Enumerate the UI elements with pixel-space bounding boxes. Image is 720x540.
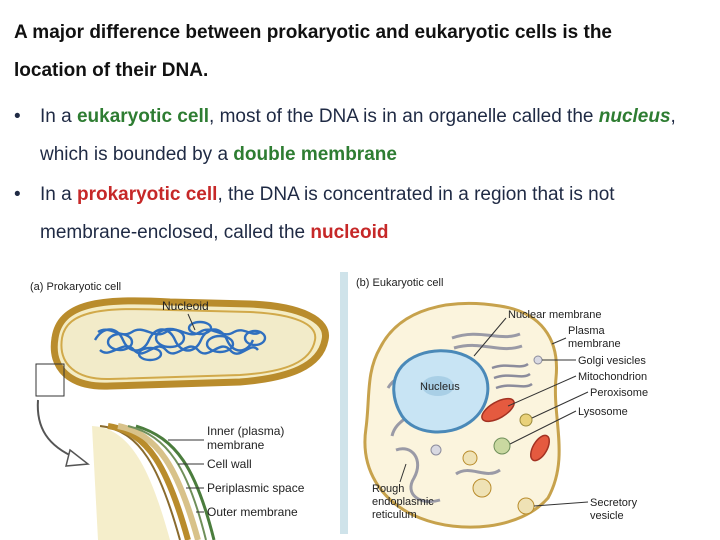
eukaryotic-panel: (b) Eukaryotic cell Nucleus xyxy=(356,277,648,529)
peroxisome xyxy=(519,413,533,427)
zoom-arrowhead xyxy=(65,448,90,467)
nucleus-label: Nucleus xyxy=(420,381,460,393)
heading-line-2: location of their DNA. xyxy=(14,60,209,81)
label-secretory-vesicle-2: vesicle xyxy=(590,510,624,522)
term-prokaryotic-cell: prokaryotic cell xyxy=(76,184,218,205)
bullet-text-part: , which is bounded by a xyxy=(40,106,676,165)
bullet-prokaryotic: • In a prokaryotic cell, the DNA is conc… xyxy=(14,176,714,252)
nucleoid-label: Nucleoid xyxy=(162,299,209,313)
zoom-box xyxy=(35,363,65,397)
label-inner-membrane-2: membrane xyxy=(207,438,265,452)
label-cell-wall: Cell wall xyxy=(207,457,252,471)
golgi-vesicle xyxy=(533,355,543,365)
bullet-text-part: , most of the DNA is in an organelle cal… xyxy=(209,106,599,127)
label-lysosome: Lysosome xyxy=(578,406,628,418)
vesicle xyxy=(430,444,442,456)
nucleolus xyxy=(422,376,454,396)
term-eukaryotic-cell: eukaryotic cell xyxy=(76,106,210,127)
prokaryotic-cytoplasm xyxy=(60,308,317,381)
heading-line-1: A major difference between prokaryotic a… xyxy=(14,22,612,43)
cell-comparison-figure: (a) Prokaryotic cell Nucleoid xyxy=(30,272,648,540)
eukaryotic-right-labels: Nuclear membrane Plasma membrane Golgi v… xyxy=(473,309,648,522)
label-nuclear-membrane: Nuclear membrane xyxy=(508,309,602,321)
vesicle xyxy=(462,450,478,466)
label-periplasmic-space: Periplasmic space xyxy=(207,481,305,495)
panel-divider xyxy=(340,272,348,534)
eukaryotic-title: (b) Eukaryotic cell xyxy=(356,277,443,289)
term-nucleus: nucleus xyxy=(598,106,671,127)
label-mitochondrion: Mitochondrion xyxy=(578,371,647,383)
prokaryotic-panel: (a) Prokaryotic cell Nucleoid xyxy=(30,281,329,540)
mitochondria xyxy=(481,397,551,462)
vesicle xyxy=(472,478,492,498)
bullet-eukaryotic: • In a eukaryotic cell, most of the DNA … xyxy=(14,98,714,174)
label-rough-er-2: endoplasmic xyxy=(372,496,434,508)
label-plasma-membrane-2: membrane xyxy=(568,338,621,350)
golgi-apparatus xyxy=(491,362,533,390)
envelope-labels: Inner (plasma) membrane Cell wall Peripl… xyxy=(168,424,305,519)
slide-heading: A major difference between prokaryotic a… xyxy=(14,14,704,90)
label-inner-membrane-1: Inner (plasma) xyxy=(207,424,284,438)
bullet-marker: • xyxy=(14,184,21,205)
label-rough-er-3: reticulum xyxy=(372,509,417,521)
secretory-vesicle xyxy=(517,497,535,515)
label-secretory-vesicle-1: Secretory xyxy=(590,497,638,509)
bullet-text-part: In a xyxy=(40,106,77,127)
label-golgi-vesicles: Golgi vesicles xyxy=(578,355,646,367)
bullet-text-part: , the DNA is concentrated in a region th… xyxy=(40,184,615,243)
bullet-text-part: In a xyxy=(40,184,77,205)
bullet-marker: • xyxy=(14,106,21,127)
nucleoid-pointer xyxy=(187,313,196,331)
nucleoid-dna xyxy=(93,320,267,362)
cell-envelope-detail xyxy=(92,423,216,540)
label-plasma-membrane-1: Plasma xyxy=(568,325,606,337)
bullet-list: • In a eukaryotic cell, most of the DNA … xyxy=(14,98,714,254)
label-outer-membrane: Outer membrane xyxy=(207,505,298,519)
label-peroxisome: Peroxisome xyxy=(590,387,648,399)
label-rough-er-1: Rough xyxy=(372,483,404,495)
term-double-membrane: double membrane xyxy=(233,144,397,165)
lysosome xyxy=(493,437,511,455)
term-nucleoid: nucleoid xyxy=(310,222,389,243)
prokaryotic-title: (a) Prokaryotic cell xyxy=(30,281,121,293)
eukaryotic-left-labels: Rough endoplasmic reticulum xyxy=(372,463,434,521)
